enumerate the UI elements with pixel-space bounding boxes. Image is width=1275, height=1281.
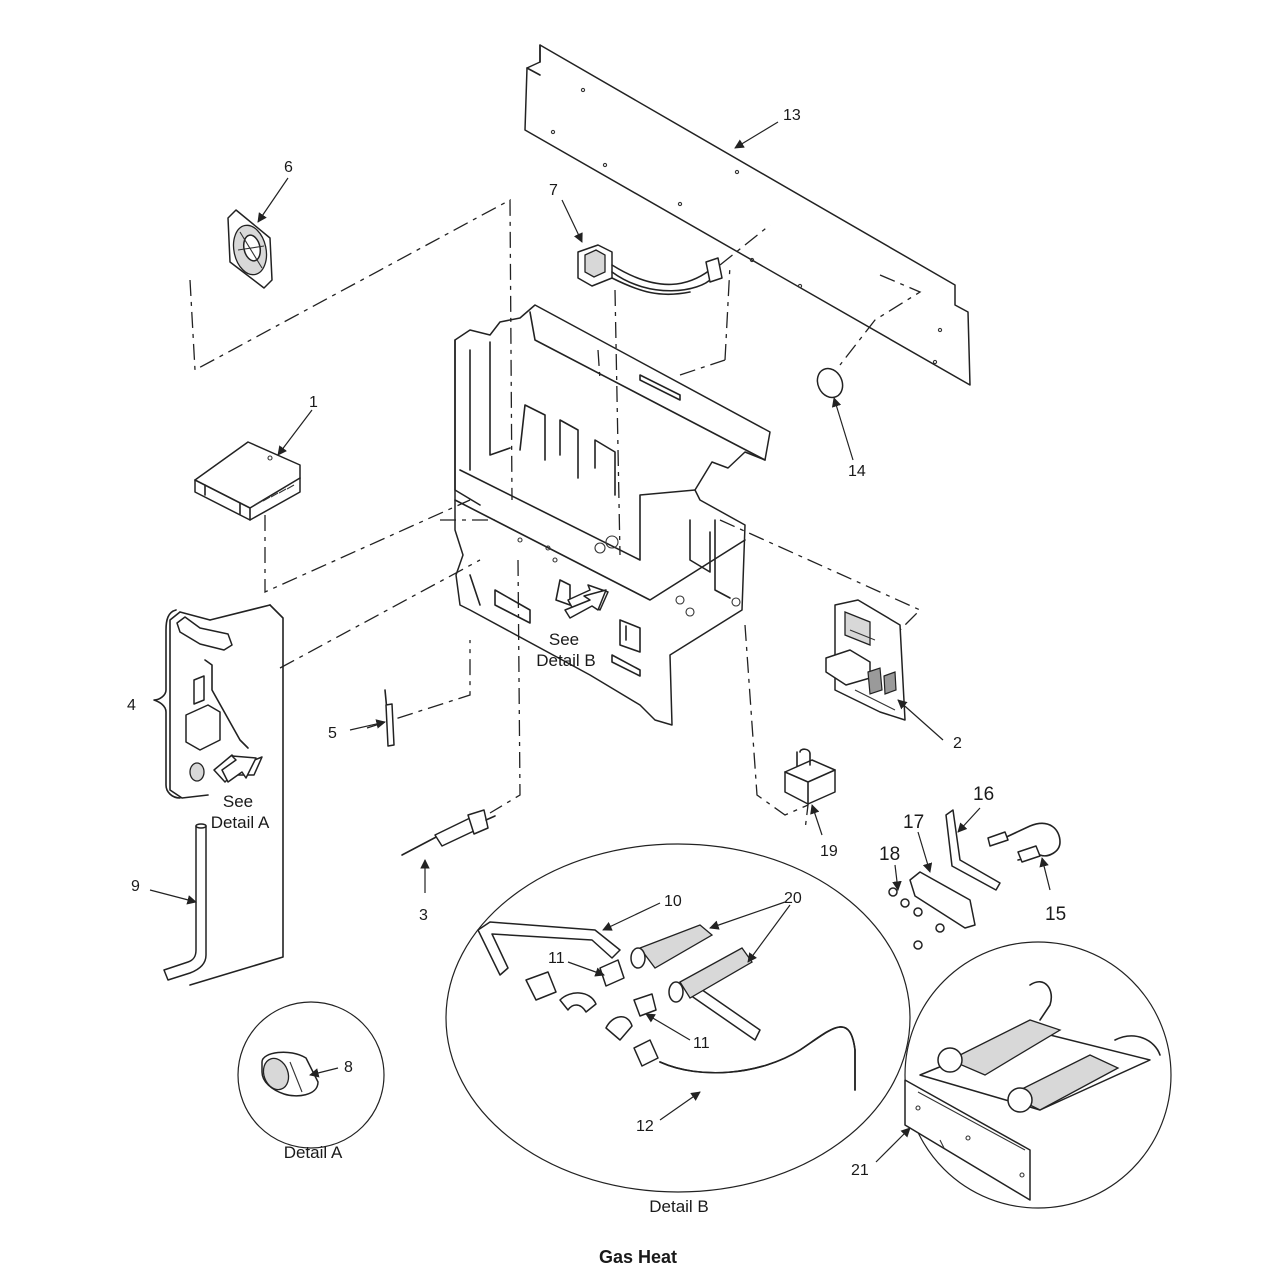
detail-a-orifice-8 (237, 1001, 385, 1149)
flame-sensor-5 (384, 689, 395, 747)
callout-6: 6 (284, 159, 293, 176)
pilot-assembly-4 (153, 604, 284, 986)
callout-19: 19 (820, 843, 838, 860)
callout-18: 18 (879, 844, 900, 865)
transformer-harness-7 (577, 244, 723, 296)
callout-9: 9 (131, 878, 140, 895)
see-detail-b-arrow-icon (564, 589, 607, 619)
callout-12: 12 (636, 1118, 654, 1135)
callout-10: 10 (664, 893, 682, 910)
callout-16: 16 (973, 784, 994, 805)
callout-20: 20 (784, 890, 802, 907)
pressure-switch-19 (784, 748, 836, 805)
igniter-3 (401, 809, 496, 856)
callout-5: 5 (328, 725, 337, 742)
callout-3: 3 (419, 907, 428, 924)
burner-chassis (454, 304, 771, 726)
callout-7: 7 (549, 182, 558, 199)
callout-labels: 13 6 7 14 1 2 4 5 9 3 19 8 10 11 11 12 2… (127, 107, 1066, 1179)
see-detail-a-line1: See (223, 792, 253, 811)
see-detail-arrows (221, 589, 607, 783)
detail-b-caption: Detail B (649, 1197, 709, 1216)
detail-a-caption: Detail A (284, 1143, 343, 1162)
callout-11-upper: 11 (548, 950, 565, 967)
callout-8: 8 (344, 1059, 353, 1076)
gasket-14 (816, 367, 844, 399)
see-detail-b-line1: See (549, 630, 579, 649)
burner-assembly-21 (904, 941, 1172, 1209)
callout-2: 2 (953, 735, 962, 752)
callout-11-lower: 11 (693, 1035, 710, 1052)
panel-cover-13 (524, 44, 971, 386)
detail-b-burner-manifold (445, 843, 911, 1193)
callout-13: 13 (783, 107, 801, 124)
assembly-lines (189, 198, 922, 831)
callout-1: 1 (309, 394, 318, 411)
leader-lines (149, 121, 1051, 1163)
control-board-2 (825, 599, 906, 721)
gas-tube-9 (163, 823, 207, 981)
see-detail-captions: See Detail B See Detail A (211, 630, 596, 832)
see-detail-a-line2: Detail A (211, 813, 270, 832)
bracket-hardware-15-18 (888, 809, 1061, 950)
fan-motor-6 (227, 209, 273, 289)
callout-14: 14 (848, 463, 866, 480)
see-detail-b-line2: Detail B (536, 651, 596, 670)
page-title: Gas Heat (599, 1247, 677, 1267)
callout-17: 17 (903, 812, 924, 833)
ignition-module-1 (194, 441, 301, 521)
callout-15: 15 (1045, 904, 1066, 925)
callout-4: 4 (127, 697, 136, 714)
see-detail-a-arrow-icon (221, 755, 257, 783)
callout-21: 21 (851, 1162, 869, 1179)
